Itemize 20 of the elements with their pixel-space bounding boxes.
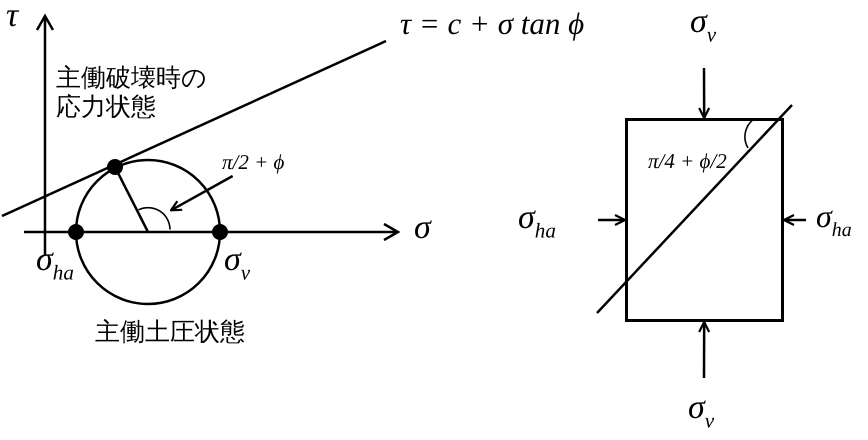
arrow xyxy=(170,174,234,212)
angle-label: π/4 + ϕ/2 xyxy=(648,149,727,174)
arrow xyxy=(698,320,710,378)
angle-label: π/2 + ϕ xyxy=(222,150,284,176)
axis-label: σ xyxy=(414,208,431,248)
arrow xyxy=(598,214,626,226)
stress-label: σ$_{ha}$ xyxy=(36,240,74,285)
stress-label: σ$_{v}$ xyxy=(688,388,714,433)
axis-label: τ xyxy=(6,0,18,36)
arrow xyxy=(698,68,710,120)
stress-label: σ$_{ha}$ xyxy=(816,198,852,242)
stress-label: σ$_{ha}$ xyxy=(518,198,556,243)
soil-element-box xyxy=(625,118,784,322)
angle-arc xyxy=(138,209,171,230)
stress-label: σ$_{v}$ xyxy=(690,2,716,47)
stress-label: σ$_{v}$ xyxy=(224,240,250,285)
arrow xyxy=(782,214,806,226)
equation-text: τ = c + σ tan ϕ xyxy=(400,6,584,42)
annotation-text: 主働土圧状態 xyxy=(95,318,245,347)
annotation-text: 主働破壊時の応力状態 xyxy=(56,64,208,122)
